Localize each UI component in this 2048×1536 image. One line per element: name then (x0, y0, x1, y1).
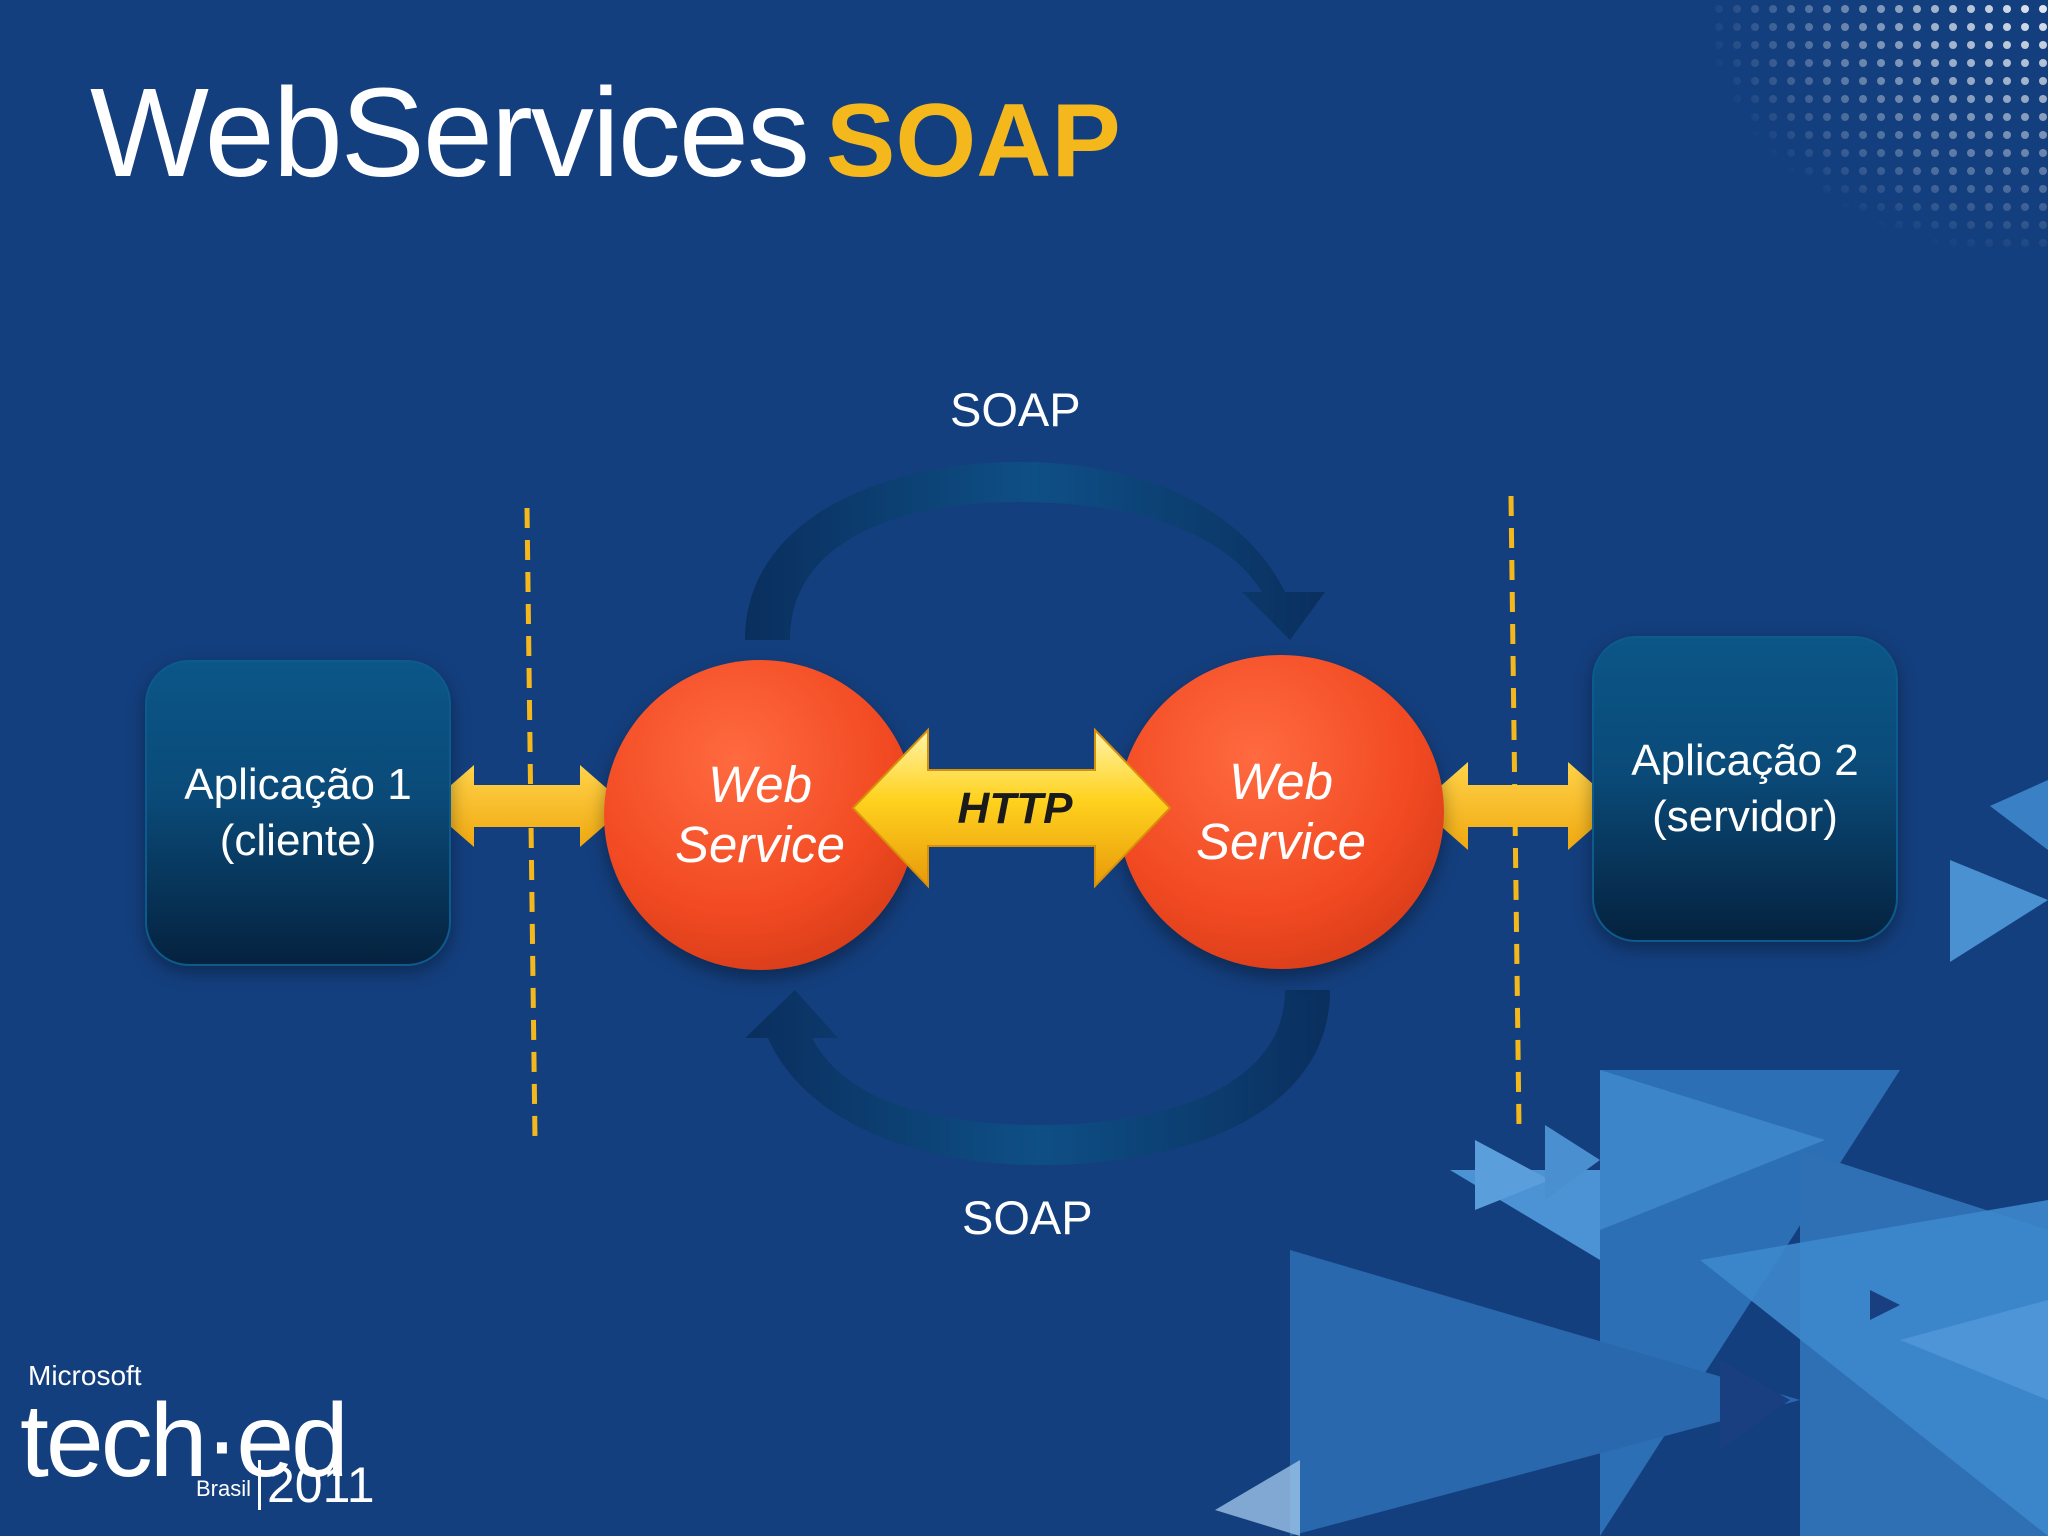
web-service-client-node: Web Service (604, 660, 916, 970)
soap-response-arrow (745, 990, 1330, 1165)
web-service-server-line1: Web (1229, 753, 1333, 810)
soap-response-label: SOAP (962, 1191, 1093, 1244)
http-label: HTTP (957, 784, 1073, 833)
web-service-client-line2: Service (674, 816, 846, 873)
server-app-role: (servidor) (1652, 792, 1838, 841)
client-app-role: (cliente) (219, 816, 377, 865)
logo-event: tech·ed (20, 1383, 349, 1499)
title-main: WebServices (90, 62, 810, 203)
web-service-server-line2: Service (1195, 813, 1367, 870)
title-accent: SOAP (825, 83, 1121, 199)
client-app-box: Aplicação 1 (cliente) (145, 660, 451, 966)
logo-year: 2011 (258, 1460, 375, 1510)
logo-company: Microsoft (28, 1360, 142, 1391)
web-service-client-line1: Web (708, 756, 812, 813)
server-double-arrow (1418, 762, 1618, 850)
client-boundary-line (524, 507, 538, 1141)
soap-request-label: SOAP (950, 383, 1081, 436)
triangle-pattern (1215, 780, 2048, 1536)
server-app-box: Aplicação 2 (servidor) (1592, 636, 1898, 942)
client-app-name: Aplicação 1 (184, 760, 412, 809)
soap-request-arrow (745, 462, 1325, 640)
server-app-name: Aplicação 2 (1631, 736, 1859, 785)
server-boundary-line (1508, 495, 1522, 1129)
web-service-server-node: Web Service (1118, 655, 1444, 969)
dot-pattern (1700, 0, 2048, 260)
client-double-arrow (427, 765, 627, 847)
logo-country: Brasil (196, 1476, 252, 1501)
